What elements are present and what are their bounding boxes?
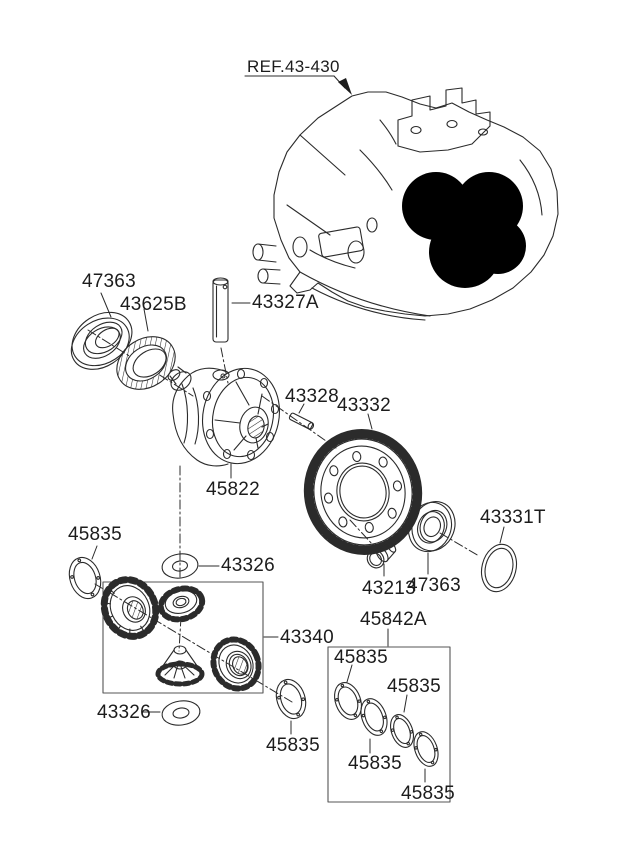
part-label-45835-s4: 45835	[401, 783, 455, 804]
part-label-45842A: 45842A	[360, 609, 427, 630]
part-label-45835-boxleft: 45835	[266, 735, 320, 756]
pin-small-drawing	[288, 412, 315, 430]
part-label-45822: 45822	[206, 479, 260, 500]
part-label-45835-s1: 45835	[334, 647, 388, 668]
bearing-left-drawing	[70, 311, 133, 370]
spacer-set-box	[327, 646, 451, 803]
part-label-43213: 43213	[362, 578, 416, 599]
part-label-43326-top: 43326	[221, 555, 275, 576]
ref-leader-arrow	[244, 75, 352, 95]
part-label-43332: 43332	[337, 395, 391, 416]
pin-43327A-drawing	[212, 277, 229, 343]
bearing-right-drawing	[407, 501, 456, 553]
part-label-43340: 43340	[280, 627, 334, 648]
washer-bottom-drawing	[161, 700, 201, 726]
snap-ring-drawing	[480, 543, 518, 593]
case-shadow-silhouette	[402, 172, 526, 288]
part-label-43327A: 43327A	[252, 292, 319, 313]
bolt-drawing	[366, 541, 397, 569]
part-label-45835-s3: 45835	[348, 753, 402, 774]
axis-lines	[87, 329, 480, 703]
transaxle-case-drawing	[252, 87, 559, 321]
part-label-47363-right: 47363	[407, 575, 461, 596]
gear-kit-box	[100, 576, 264, 694]
ref-label: REF.43-430	[247, 57, 340, 76]
part-label-43625B: 43625B	[120, 294, 187, 315]
thrust-washer-left-drawing	[68, 556, 102, 600]
thrust-washer-boxleft-drawing	[275, 678, 307, 720]
washer-top-drawing	[161, 553, 199, 579]
part-label-45835-left: 45835	[68, 524, 122, 545]
part-label-45835-s2: 45835	[387, 676, 441, 697]
sleeve-drawing	[116, 336, 176, 390]
part-label-43328: 43328	[285, 386, 339, 407]
diff-case-drawing	[167, 366, 281, 467]
part-label-47363-left: 47363	[82, 271, 136, 292]
leader-lines	[91, 292, 505, 783]
part-label-43331T: 43331T	[480, 507, 546, 528]
final-gear-drawing	[303, 429, 423, 555]
part-label-43326-bottom: 43326	[97, 702, 151, 723]
